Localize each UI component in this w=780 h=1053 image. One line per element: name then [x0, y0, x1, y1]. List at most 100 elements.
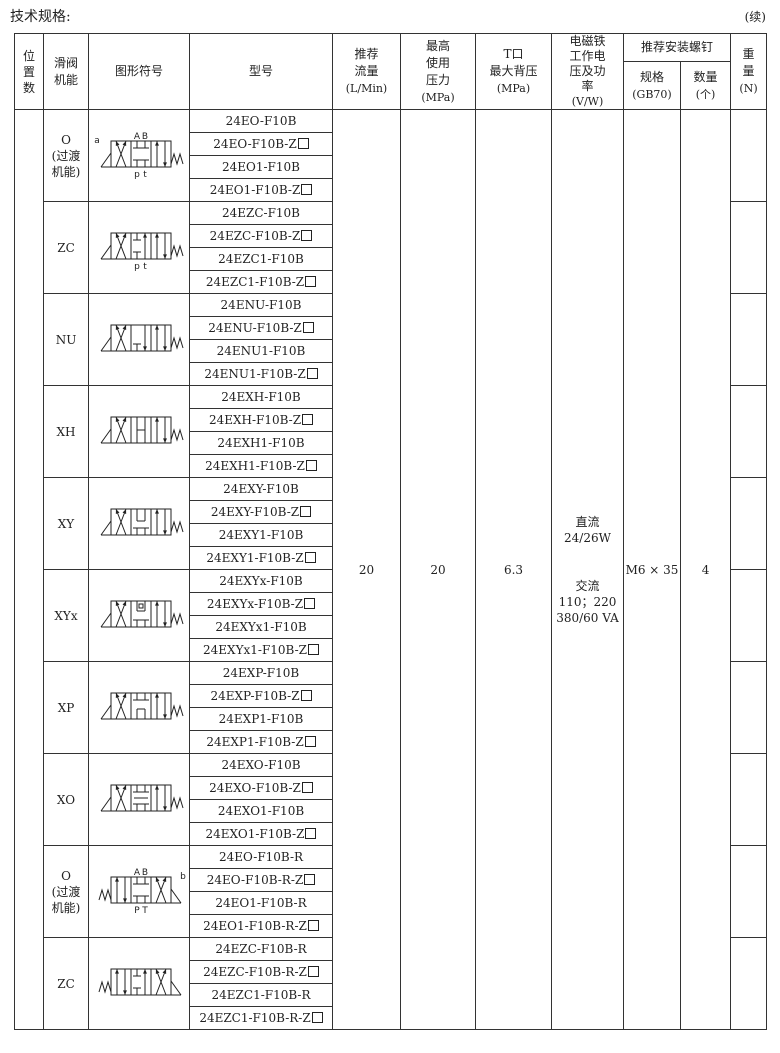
model-cell: 24EZC1-F10B-R — [189, 983, 333, 1007]
table-row: 24EXP1-F10B — [15, 707, 767, 731]
table-row: 24EXO1-F10B — [15, 799, 767, 823]
valve-symbol-icon — [100, 600, 184, 627]
col-backpressure: T口最大背压(MPa) — [475, 33, 552, 110]
model-cell: 24EXY1-F10B-Z — [189, 546, 333, 570]
svg-text:A: A — [134, 132, 141, 142]
table-row: 24EO1-F10B — [15, 155, 767, 179]
placeholder-box-icon — [304, 598, 316, 609]
valve-symbol-icon — [88, 937, 190, 1030]
position-cell — [14, 109, 44, 1030]
function-cell: XYx — [43, 569, 89, 662]
svg-text:b: b — [180, 872, 186, 882]
backpressure-cell: 6.3 — [475, 109, 552, 1030]
weight-cell — [730, 569, 768, 662]
table-row: XYx 24EXYx-F10B — [15, 569, 768, 662]
model-cell: 24EXY-F10B — [189, 477, 333, 501]
table-row: 24EZC1-F10B-R-Z — [15, 1006, 767, 1030]
model-cell: 24EZC-F10B-Z — [189, 224, 333, 248]
model-cell: 24EZC1-F10B-Z — [189, 270, 333, 294]
svg-text:t: t — [143, 170, 147, 180]
valve-symbol-icon — [88, 477, 190, 570]
placeholder-box-icon — [304, 874, 316, 885]
model-cell: 24EO-F10B — [189, 109, 333, 133]
table-row: 24EXO-F10B-Z — [15, 776, 767, 800]
svg-text:t: t — [143, 262, 147, 272]
placeholder-box-icon — [307, 920, 319, 931]
placeholder-box-icon — [297, 138, 309, 149]
model-cell: 24ENU-F10B-Z — [189, 316, 333, 340]
weight-cell — [730, 385, 768, 478]
table-row: XH 24EXH-F10B — [15, 385, 768, 478]
weight-cell — [730, 109, 768, 202]
model-cell: 24EXH-F10B — [189, 385, 333, 409]
model-cell: 24EZC-F10B-R — [189, 937, 333, 961]
placeholder-box-icon — [306, 368, 318, 379]
continued-label: (续) — [744, 10, 766, 24]
placeholder-box-icon — [305, 276, 317, 287]
model-cell: 24EXP1-F10B-Z — [189, 730, 333, 754]
valve-symbol-icon — [100, 324, 184, 351]
function-cell: XO — [43, 753, 89, 846]
placeholder-box-icon — [300, 690, 312, 701]
model-cell: 24ENU-F10B — [189, 293, 333, 317]
model-cell: 24EXH1-F10B — [189, 431, 333, 455]
model-cell: 24ENU1-F10B-Z — [189, 362, 333, 386]
bolt-qty-cell: 4 — [679, 109, 732, 1030]
model-cell: 24EXP-F10B-Z — [189, 684, 333, 708]
model-cell: 24EXY-F10B-Z — [189, 500, 333, 524]
svg-text:B: B — [142, 132, 148, 142]
valve-symbol-icon — [98, 968, 182, 995]
table-row: 24EO-F10B-R-Z — [15, 868, 767, 892]
function-cell: XY — [43, 477, 89, 570]
svg-text:P: P — [134, 906, 140, 916]
weight-cell — [730, 477, 768, 570]
model-cell: 24EXYx1-F10B-Z — [189, 638, 333, 662]
model-cell: 24EXYx-F10B-Z — [189, 592, 333, 616]
placeholder-box-icon — [301, 184, 313, 195]
placeholder-box-icon — [302, 322, 314, 333]
placeholder-box-icon — [305, 460, 317, 471]
model-cell: 24EXY1-F10B — [189, 523, 333, 547]
function-cell: O(过渡机能) — [43, 845, 89, 938]
weight-cell — [730, 661, 768, 754]
model-cell: 24EO1-F10B — [189, 155, 333, 179]
svg-text:B: B — [142, 868, 148, 878]
model-cell: 24EXO1-F10B — [189, 799, 333, 823]
placeholder-box-icon — [307, 644, 319, 655]
model-cell: 24EO-F10B-R — [189, 845, 333, 869]
model-cell: 24EO1-F10B-R — [189, 891, 333, 915]
page-title: 技术规格: — [10, 9, 71, 25]
model-cell: 24EXO-F10B-Z — [189, 776, 333, 800]
function-cell: XP — [43, 661, 89, 754]
table-row: 24ENU1-F10B-Z — [15, 362, 767, 386]
table-row: 24EXY-F10B-Z — [15, 500, 767, 524]
table-row: 24ENU1-F10B — [15, 339, 767, 363]
model-cell: 24EO1-F10B-R-Z — [189, 914, 333, 938]
svg-text:a: a — [94, 136, 100, 146]
placeholder-box-icon — [307, 966, 319, 977]
weight-cell — [730, 845, 768, 938]
model-cell: 24EXYx1-F10B — [189, 615, 333, 639]
model-cell: 24EO1-F10B-Z — [189, 178, 333, 202]
table-row: 24EXY1-F10B-Z — [15, 546, 767, 570]
function-cell: XH — [43, 385, 89, 478]
valve-symbol-icon — [88, 385, 190, 478]
col-weight: 重量(N) — [730, 33, 768, 110]
model-cell: 24EXYx-F10B — [189, 569, 333, 593]
valve-symbol-icon — [88, 661, 190, 754]
valve-symbol-icon — [100, 692, 184, 719]
col-flow: 推荐流量(L/Min) — [332, 33, 401, 110]
valve-symbol-icon — [88, 569, 190, 662]
col-model: 型号 — [189, 33, 333, 110]
flow-cell: 20 — [332, 109, 401, 1030]
weight-cell — [730, 293, 768, 386]
model-cell: 24EO-F10B-R-Z — [189, 868, 333, 892]
